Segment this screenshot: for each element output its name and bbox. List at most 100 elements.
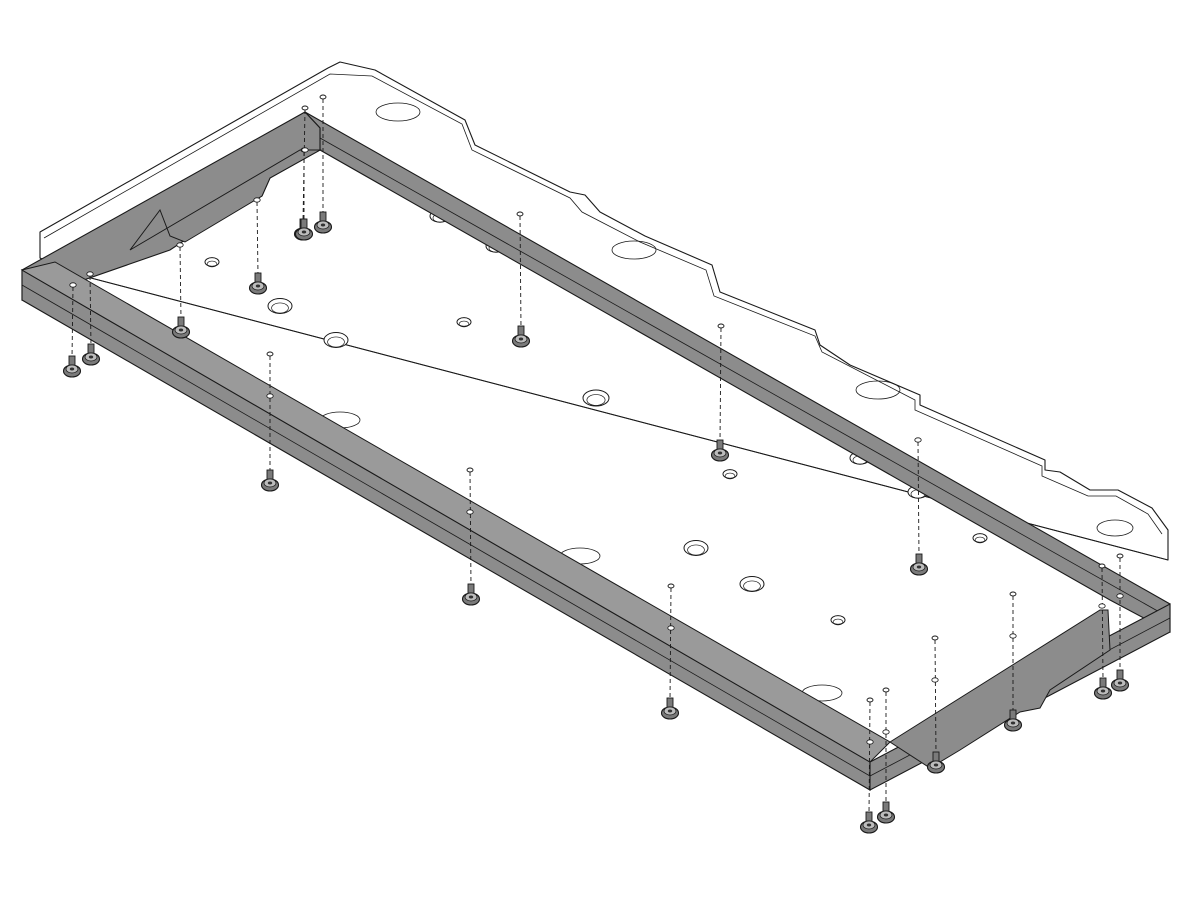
screw-recess [866,823,872,827]
screw-assembly [260,351,280,492]
screw-hole [319,94,327,100]
plate-boss [683,540,709,556]
screw-assembly [81,271,101,366]
screw-recess [1117,681,1123,685]
screw-hole [717,323,725,329]
plate-boss [722,469,738,479]
leader-line [71,286,74,359]
plate-boss [972,533,988,543]
frame-hole [1098,603,1106,609]
screw-hole [882,687,890,693]
frame-hole [914,437,922,443]
base-plate-top-rim [43,73,1163,535]
plate-boss-inner [458,320,470,328]
plate-boss [830,615,846,625]
plate-boss-inner [586,394,606,406]
screw-recess [468,595,474,599]
screw-assembly [859,697,879,834]
slot [855,380,901,400]
plate-boss-inner [327,336,345,348]
screw-hole [1009,591,1017,597]
leader-line [469,471,472,587]
frame [20,111,1171,791]
screw-hole [1098,563,1106,569]
screw-recess [320,223,326,227]
slot [375,102,421,122]
frame-bottom-lip [20,261,891,763]
screw-assembly [62,282,82,378]
screw-assembly [248,197,268,295]
screw-recess [1010,721,1016,725]
leader-line [934,639,937,755]
screw-assembly [660,583,680,720]
plate-boss [267,298,293,314]
screw-assembly [1110,553,1130,692]
base-plate-outline [39,61,1169,561]
screw-recess [178,328,184,332]
plate-boss-inner [206,260,218,268]
plate-boss [323,332,349,348]
screw-assembly [294,147,314,241]
screw-assembly [511,211,531,348]
plate-boss [204,257,220,267]
screw-recess [916,565,922,569]
screw-assembly [313,94,333,234]
plate-boss [739,576,765,592]
plate-boss-inner [743,580,761,592]
leader-line [1101,567,1104,681]
screw-hole [1116,553,1124,559]
leader-line [179,246,182,320]
leader-line [256,201,259,276]
screw-recess [518,337,524,341]
frame-top-groove [319,137,1171,619]
screw-recess [88,355,94,359]
screw-hole [301,105,309,111]
leader-line [719,327,722,443]
screw-assembly [876,687,896,824]
screw-assembly [461,467,481,606]
frame-hole [1116,593,1124,599]
plate-boss-inner [724,472,736,480]
frame-bottom-side [21,269,871,791]
screws [62,94,1130,834]
frame-hole [882,729,890,735]
leader-line [89,275,92,347]
screw-recess [69,367,75,371]
screw-hole [516,211,524,217]
frame-top-side [304,111,1171,633]
leader-line [302,109,306,222]
screw-recess [1100,689,1106,693]
leader-line [669,587,672,701]
leader-line [868,701,871,815]
plate-boss-inner [974,536,986,544]
frame-hole [86,271,94,277]
frame-hole [931,677,939,683]
frame-bottom-groove [21,284,871,777]
slot [1096,519,1134,537]
frame-hole [466,509,474,515]
screw-hole [266,351,274,357]
screw-recess [933,763,939,767]
screw-recess [267,481,273,485]
frame-hole [266,393,274,399]
frame-hole [176,242,184,248]
plate-boss-inner [687,544,705,556]
screw-hole [931,635,939,641]
frame-hole [253,197,261,203]
frame-hole [69,282,77,288]
leader-line [519,215,522,329]
screw-recess [301,230,307,234]
frame-right-flange [889,609,1111,769]
frame-hole [301,147,309,153]
screw-hole [866,697,874,703]
plate-boss-inner [271,302,289,314]
screw-assembly [909,437,929,576]
screw-recess [255,284,261,288]
frame-hole [866,739,874,745]
screw-assembly [710,323,730,462]
frame-hole [667,625,675,631]
screw-hole [466,467,474,473]
screw-recess [717,451,723,455]
